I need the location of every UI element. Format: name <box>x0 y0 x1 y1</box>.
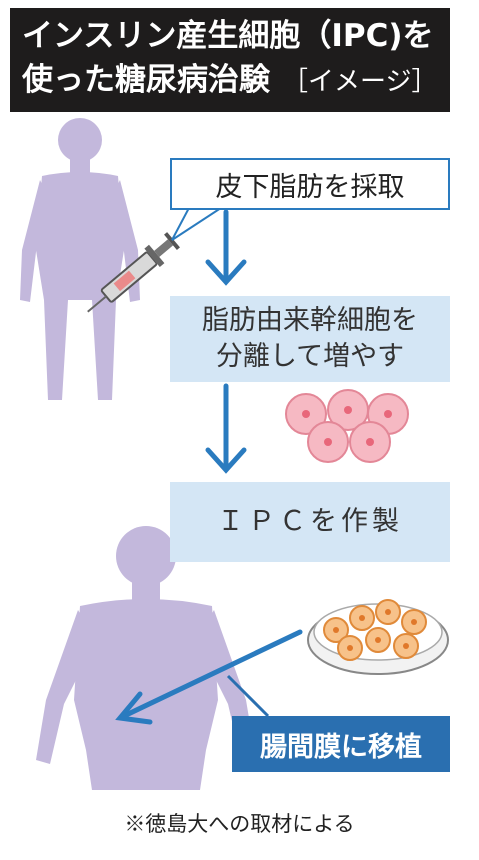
title-tag: ［イメージ］ <box>282 67 438 97</box>
title-banner: インスリン産生細胞（IPC)を 使った糖尿病治験 ［イメージ］ <box>10 8 450 112</box>
title-line-2: 使った糖尿病治験 ［イメージ］ <box>22 58 438 104</box>
petri-dish-icon <box>307 599 449 675</box>
source-footnote: ※徳島大への取材による <box>124 812 355 836</box>
title-line-1: インスリン産生細胞（IPC)を <box>22 18 434 54</box>
step-transplant-text: 腸間膜に移植 <box>260 731 422 763</box>
syringe-icon <box>87 232 180 313</box>
arrow-1 <box>205 209 247 286</box>
step-isolate-line-2: 分離して増やす <box>215 341 405 372</box>
lower-human-figure <box>36 526 256 790</box>
step-isolate-stem-cells: 脂肪由来幹細胞を 分離して増やす <box>170 296 450 382</box>
step-harvest-fat-text: 皮下脂肪を採取 <box>215 171 405 203</box>
arrow-2 <box>205 383 247 474</box>
stem-cells-icon <box>285 389 409 463</box>
upper-human-figure <box>20 118 140 400</box>
step-harvest-fat: 皮下脂肪を採取 <box>170 158 450 210</box>
step-make-ipc: ＩＰＣを作製 <box>170 482 450 562</box>
title-line-2-text: 使った糖尿病治験 <box>22 62 270 98</box>
label-connector <box>226 674 270 718</box>
callout-pointer <box>171 205 228 241</box>
transplant-arrow <box>115 629 303 725</box>
step-isolate-line-1: 脂肪由来幹細胞を <box>202 305 418 336</box>
step-transplant: 腸間膜に移植 <box>232 716 450 772</box>
step-make-ipc-text: ＩＰＣを作製 <box>217 506 403 537</box>
